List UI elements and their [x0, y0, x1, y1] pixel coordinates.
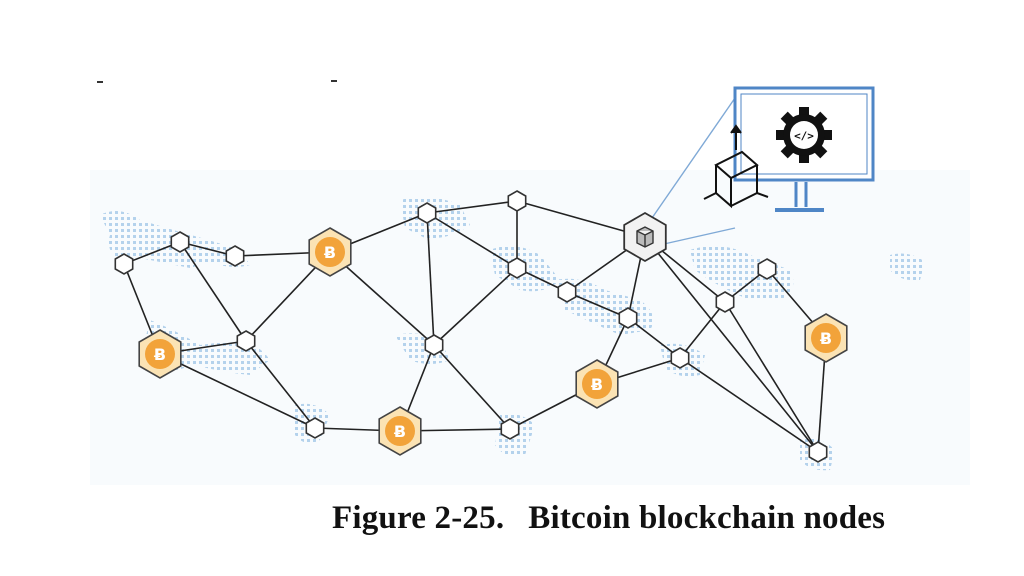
figure-title: Bitcoin blockchain nodes [528, 500, 886, 536]
bitcoin-symbol: Ƀ [324, 243, 336, 262]
figure-caption: Figure 2-25. Bitcoin blockchain nodes [332, 500, 885, 537]
plain-node-icon [557, 281, 577, 303]
bitcoin-node-icon: Ƀ [378, 406, 422, 456]
bitcoin-node-icon: Ƀ [804, 313, 848, 363]
figure-number: Figure 2-25. [332, 500, 505, 536]
plain-node-icon [618, 307, 638, 329]
network-nodes: Ƀ Ƀ Ƀ Ƀ Ƀ [114, 190, 848, 463]
plain-node-icon [417, 202, 437, 224]
plain-node-icon [670, 347, 690, 369]
callout-lines [651, 97, 736, 245]
bitcoin-node-icon: Ƀ [308, 227, 352, 277]
plain-node-icon [236, 330, 256, 352]
plain-node-icon [757, 258, 777, 280]
scan-marks [97, 80, 337, 83]
gear-icon: </> [776, 107, 832, 163]
cube-axes-icon [703, 124, 769, 209]
plain-node-icon [225, 245, 245, 267]
plain-node-icon [305, 417, 325, 439]
plain-node-icon [114, 253, 134, 275]
bitcoin-node-icon: Ƀ [138, 329, 182, 379]
plain-node-icon [507, 257, 527, 279]
bitcoin-symbol: Ƀ [820, 329, 832, 348]
code-symbol: </> [794, 130, 814, 143]
bitcoin-node-icon: Ƀ [575, 359, 619, 409]
plain-node-icon [424, 334, 444, 356]
bitcoin-symbol: Ƀ [591, 375, 603, 394]
plain-node-icon [500, 418, 520, 440]
bitcoin-symbol: Ƀ [394, 422, 406, 441]
server-node-icon [623, 211, 667, 263]
plain-node-icon [715, 291, 735, 313]
plain-node-icon [507, 190, 527, 212]
plain-node-icon [808, 441, 828, 463]
plain-node-icon [170, 231, 190, 253]
bitcoin-symbol: Ƀ [154, 345, 166, 364]
